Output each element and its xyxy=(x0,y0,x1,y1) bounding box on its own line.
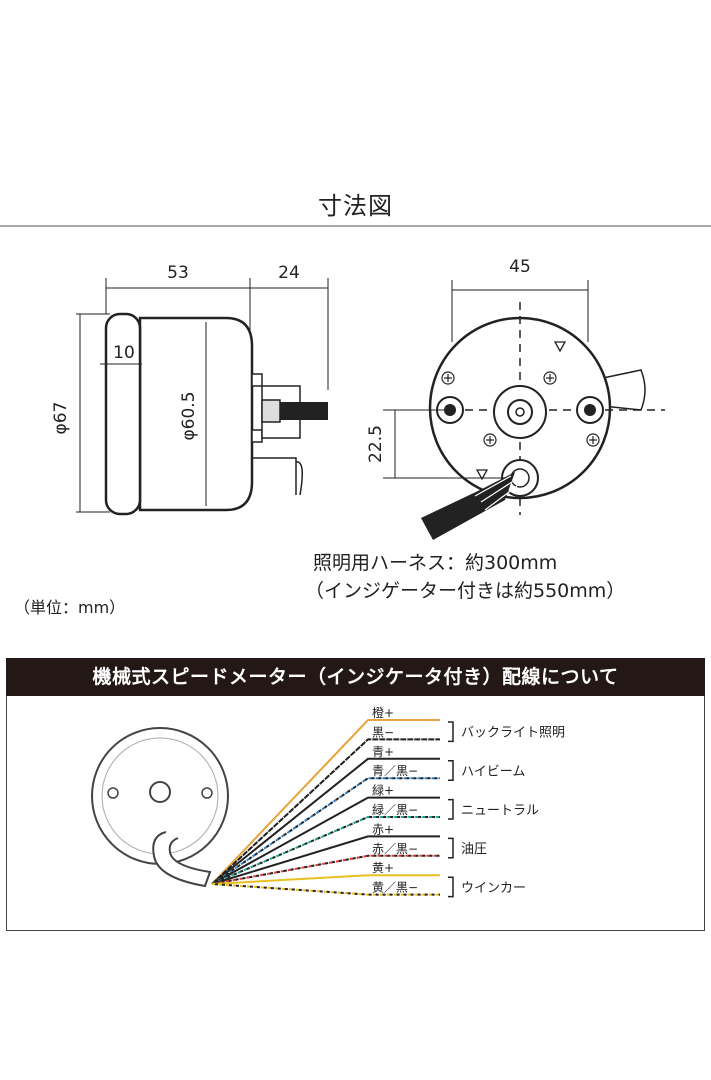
group-label-1: ハイビーム xyxy=(461,765,525,780)
wire-0 xyxy=(211,719,440,885)
dim-45-label: 45 xyxy=(509,257,531,277)
dim-phi60-5-label: φ60.5 xyxy=(179,391,199,440)
wire-2 xyxy=(211,757,440,885)
wire-label-4: 緑+ xyxy=(372,783,394,798)
meter-body xyxy=(138,316,254,512)
cable xyxy=(280,402,328,420)
side-view-diagram: 53 24 10 φ67 φ60.5 xyxy=(51,263,329,516)
wire-3 xyxy=(211,777,440,885)
wire-label-3: 青／黒− xyxy=(372,764,418,778)
group-label-2: ニュートラル xyxy=(461,803,539,818)
harness-length-note: 照明用ハーネス：約300mm xyxy=(313,552,558,574)
group-bracket-1 xyxy=(448,760,454,781)
group-label-0: バックライト照明 xyxy=(461,726,565,741)
group-label-3: 油圧 xyxy=(461,842,487,857)
wire-stripe-3 xyxy=(211,777,440,885)
dim-24-label: 24 xyxy=(278,263,300,283)
wiring-frame xyxy=(6,696,705,931)
wiring-diagram: 橙+ 黒− 青+ 青／黒− 緑+ 緑／黒− 赤+ 赤／黒− 黄+ 黄／黒− バックライト照明ハイビ… xyxy=(91,705,565,898)
harness-cable xyxy=(152,831,212,888)
group-bracket-4 xyxy=(448,876,454,898)
wire-label-0: 橙+ xyxy=(372,705,394,720)
dim-22-5-label: 22.5 xyxy=(366,425,386,463)
wire-8 xyxy=(211,874,440,885)
rear-view-diagram: 45 22.5 xyxy=(366,257,665,540)
dimensions-title: 寸法図 xyxy=(318,192,393,220)
wire-label-2: 青+ xyxy=(372,745,394,759)
wiring-title-banner: 機械式スピードメーター（インジケータ付き）配線について xyxy=(6,658,705,696)
wire-label-9: 黄／黒− xyxy=(372,881,418,895)
dim-10-label: 10 xyxy=(113,343,135,363)
wire-label-6: 赤+ xyxy=(372,822,394,836)
group-bracket-3 xyxy=(448,837,454,859)
harness-bundle xyxy=(421,472,515,540)
unit-note: （単位：mm） xyxy=(14,598,126,617)
wire-1 xyxy=(211,738,440,885)
wire-stripe-7 xyxy=(211,854,440,885)
harness-length-note-indicator: （インジゲーター付きは約550mm） xyxy=(305,580,626,602)
dim-53-label: 53 xyxy=(167,263,189,283)
wire-label-8: 黄+ xyxy=(372,861,394,875)
wire-stripe-9 xyxy=(211,883,440,896)
wire-label-7: 赤／黒− xyxy=(372,842,418,856)
wire-4 xyxy=(211,796,440,885)
group-bracket-0 xyxy=(448,721,454,743)
wire-5 xyxy=(211,816,440,885)
group-bracket-2 xyxy=(448,798,454,820)
dim-phi67-label: φ67 xyxy=(51,402,71,435)
group-label-4: ウインカー xyxy=(461,881,526,896)
wire-label-5: 緑／黒− xyxy=(372,802,418,817)
wire-label-1: 黒− xyxy=(372,725,394,739)
title-divider xyxy=(0,225,711,227)
wire-6 xyxy=(211,835,440,885)
